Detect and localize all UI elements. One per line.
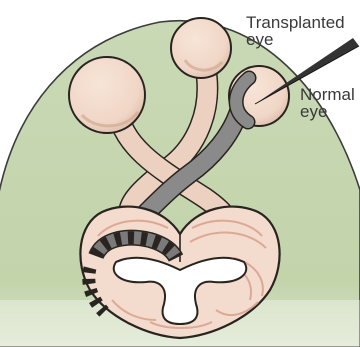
transplanted-eye-label: Transplanted eye (246, 14, 345, 48)
normal-eye-label: Normal eye (300, 86, 355, 120)
left-eye (69, 57, 145, 133)
